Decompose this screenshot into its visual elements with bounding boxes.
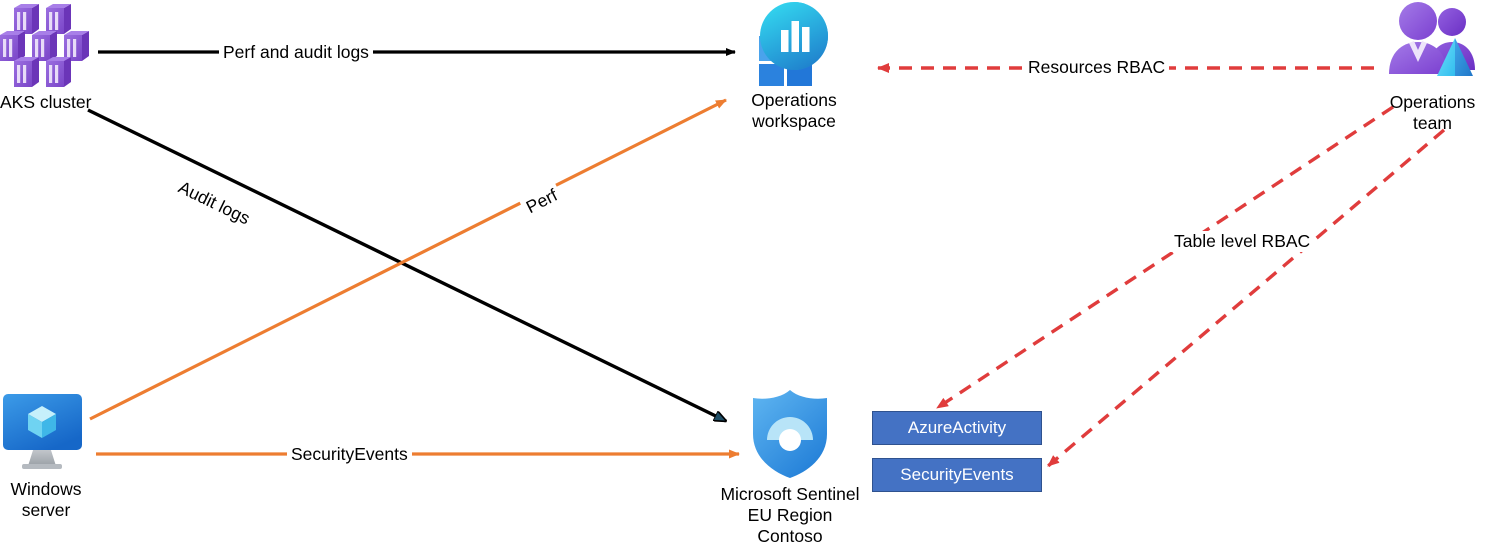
node-operations-workspace[interactable]: Operations workspace xyxy=(736,0,852,132)
node-label-aks-cluster: AKS cluster xyxy=(0,92,92,112)
node-aks-cluster[interactable]: AKS cluster xyxy=(0,2,98,113)
edge-label-securityevents: SecurityEvents xyxy=(287,444,412,465)
table-badge-azureactivity[interactable]: AzureActivity xyxy=(872,411,1042,445)
edge-label-table-level-rbac: Table level RBAC xyxy=(1170,231,1315,252)
aks-cluster-icon xyxy=(0,2,98,88)
edge-label-resources-rbac: Resources RBAC xyxy=(1024,57,1170,78)
edge-aks-to-sentinel xyxy=(87,108,726,423)
log-analytics-workspace-icon xyxy=(736,0,852,86)
microsoft-sentinel-shield-icon xyxy=(710,388,870,480)
node-windows-server[interactable]: Windows server xyxy=(0,392,92,521)
edge-label-perf-and-audit-logs: Perf and audit logs xyxy=(219,42,373,63)
node-microsoft-sentinel[interactable]: Microsoft Sentinel EU Region Contoso xyxy=(710,388,870,547)
windows-server-icon xyxy=(0,392,92,476)
edge-team-to-azureactivity-rbac xyxy=(936,105,1394,410)
table-badge-securityevents[interactable]: SecurityEvents xyxy=(872,458,1042,492)
node-label-operations-workspace: Operations workspace xyxy=(751,90,837,131)
node-operations-team[interactable]: Operations team xyxy=(1378,0,1487,134)
edge-windows-to-workspace xyxy=(89,98,727,421)
operations-team-icon xyxy=(1378,0,1487,88)
node-label-windows-server: Windows server xyxy=(10,479,82,520)
node-label-operations-team: Operations team xyxy=(1389,92,1476,133)
node-label-microsoft-sentinel: Microsoft Sentinel EU Region Contoso xyxy=(720,484,860,546)
edge-team-to-securityevents-rbac xyxy=(1046,128,1446,468)
